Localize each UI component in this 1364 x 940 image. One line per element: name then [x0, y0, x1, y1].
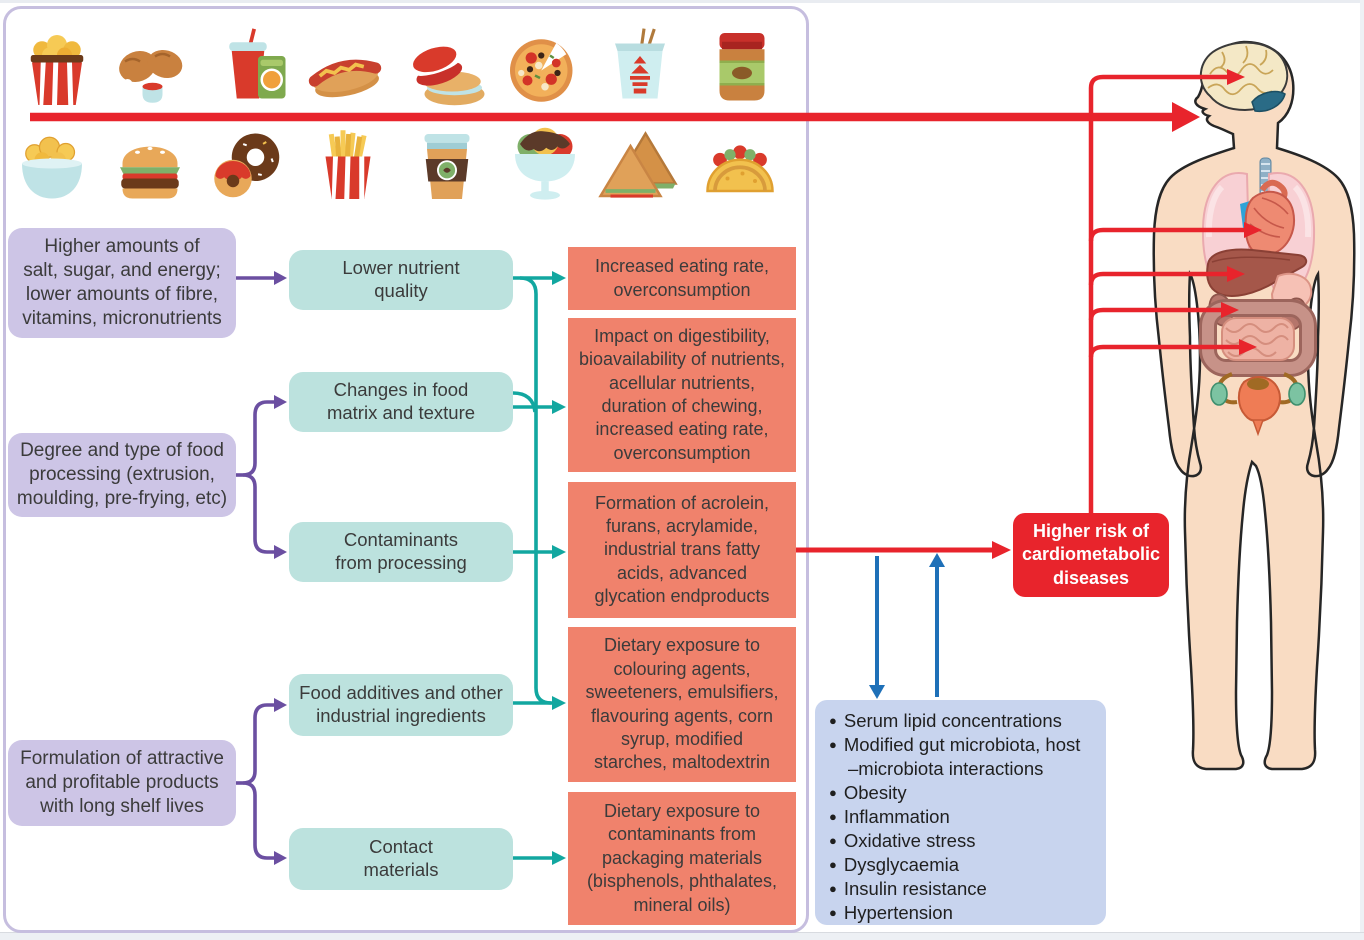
hot-dog-icon — [300, 32, 390, 112]
mechanism-box-contaminants: Contaminants from processing — [289, 522, 513, 582]
nugget-bowl-icon — [7, 126, 97, 206]
mechanism-box-matrix-texture: Changes in food matrix and texture — [289, 372, 513, 432]
effect-box-formation: Formation of acrolein, furans, acrylamid… — [568, 482, 796, 618]
brain — [1200, 41, 1289, 113]
mechanism-contaminants-label: Contaminants from processing — [335, 529, 467, 573]
outcome-arrowhead — [992, 541, 1011, 559]
effect-box-dietary-additives: Dietary exposure to colouring agents, sw… — [568, 627, 796, 782]
effect-box-digestibility: Impact on digestibility, bioavailability… — [568, 318, 796, 472]
mechanism-box-additives: Food additives and other industrial ingr… — [289, 674, 513, 736]
blue-arrows — [875, 556, 939, 697]
pathway-item: Modified gut microbiota, host –microbiot… — [829, 733, 1098, 781]
coffee-cup-icon — [402, 124, 492, 204]
right-edge — [1360, 0, 1364, 940]
pathway-item: Insulin resistance — [829, 877, 1098, 901]
mechanism-box-contact-materials: Contact materials — [289, 828, 513, 890]
body-svg — [1152, 40, 1356, 771]
pathway-item: Obesity — [829, 781, 1098, 805]
mechanism-box-lower-nutrient-quality: Lower nutrient quality — [289, 250, 513, 310]
mechanism-lower-nutrient-quality-label: Lower nutrient quality — [342, 257, 460, 301]
effect-box-packaging: Dietary exposure to contaminants from pa… — [568, 792, 796, 925]
driver-box-formulation-label: Formulation of attractive and profitable… — [20, 748, 224, 817]
driver-box-nutrient: Higher amounts of salt, sugar, and energ… — [8, 228, 236, 338]
pathway-item: Oxidative stress — [829, 829, 1098, 853]
effect-packaging-label: Dietary exposure to contaminants from pa… — [586, 801, 778, 915]
mechanism-contact-materials-label: Contact materials — [363, 836, 439, 880]
effect-formation-label: Formation of acrolein, furans, acrylamid… — [594, 492, 770, 607]
effect-eating-rate-label: Increased eating rate, overconsumption — [594, 256, 770, 300]
effect-box-eating-rate: Increased eating rate, overconsumption — [568, 247, 796, 310]
pathway-item: Inflammation — [829, 805, 1098, 829]
mechanism-matrix-texture-label: Changes in food matrix and texture — [326, 379, 476, 423]
pizza-icon — [495, 28, 585, 108]
outcome-label: Higher risk of cardiometabolic diseases — [1021, 520, 1161, 588]
sandwich-icon — [593, 126, 683, 206]
top-edge — [0, 0, 1364, 3]
ice-cream-sundae-icon — [500, 124, 590, 204]
french-fries-icon — [303, 124, 393, 204]
pathway-item: Serum lipid concentrations — [829, 709, 1098, 733]
pathways-box: Serum lipid concentrationsModified gut m… — [815, 700, 1106, 925]
hamburger-icon — [105, 126, 195, 206]
pathway-item: Dysglycaemia — [829, 853, 1098, 877]
driver-box-nutrient-label: Higher amounts of salt, sugar, and energ… — [22, 236, 222, 329]
taco-icon — [695, 126, 785, 206]
driver-box-processing: Degree and type of food processing (extr… — [8, 433, 236, 517]
bottom-edge — [0, 932, 1364, 940]
soft-drink-and-can-icon — [208, 26, 298, 106]
donuts-icon — [203, 126, 293, 206]
effect-digestibility-label: Impact on digestibility, bioavailability… — [578, 325, 786, 463]
mechanism-additives-label: Food additives and other industrial ingr… — [299, 682, 503, 726]
popcorn-icon — [12, 30, 102, 110]
driver-box-processing-label: Degree and type of food processing (extr… — [16, 440, 228, 509]
small-intestine — [1221, 317, 1295, 361]
cerebellum — [1251, 90, 1286, 113]
effect-dietary-additives-label: Dietary exposure to colouring agents, sw… — [585, 635, 779, 773]
takeout-box-icon — [595, 26, 685, 106]
fried-chicken-icon — [105, 34, 195, 114]
pathways-list: Serum lipid concentrationsModified gut m… — [829, 709, 1098, 925]
peanut-butter-jar-icon — [697, 28, 787, 108]
blue-arrowheads — [869, 553, 945, 699]
human-body-illustration — [1150, 22, 1364, 802]
driver-box-formulation: Formulation of attractive and profitable… — [8, 740, 236, 826]
outcome-box: Higher risk of cardiometabolic diseases — [1013, 513, 1169, 597]
macaron-cookie-icon — [402, 34, 492, 114]
pathway-item: Hypertension — [829, 901, 1098, 925]
